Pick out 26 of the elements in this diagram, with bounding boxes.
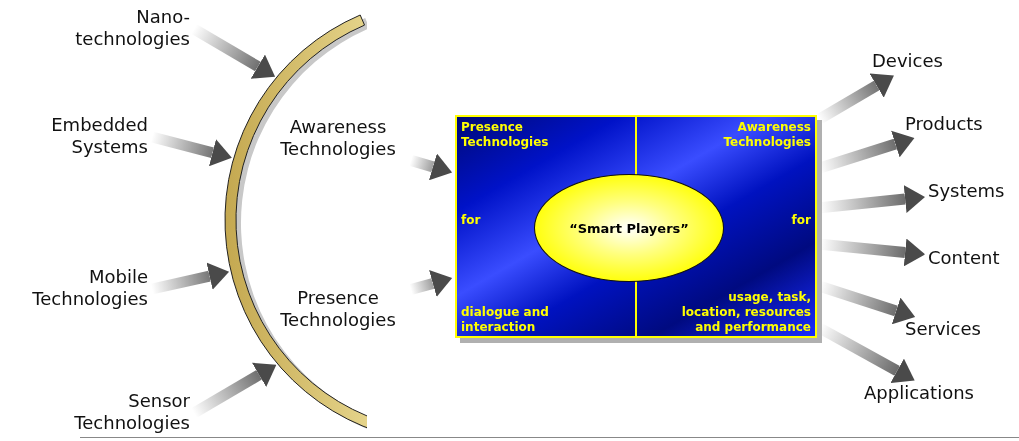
- arrow: [819, 185, 925, 214]
- node-label: Products: [905, 113, 1005, 137]
- node-label: Embedded Systems: [24, 114, 148, 160]
- node-label: Presence Technologies: [268, 287, 408, 333]
- ellipse-label: “Smart Players”: [569, 220, 689, 236]
- node-label: Applications: [864, 382, 1014, 406]
- panel-text: dialogue and interaction: [461, 305, 550, 335]
- arrow: [409, 269, 453, 297]
- node-label: Content: [928, 247, 1018, 271]
- panel-text: for: [461, 212, 481, 228]
- node-label: Nano- technologies: [50, 6, 190, 52]
- node-label: Services: [905, 318, 1005, 342]
- arrow: [409, 153, 453, 181]
- node-label: Devices: [872, 50, 962, 74]
- arrow: [191, 362, 277, 418]
- arrow: [150, 131, 232, 167]
- arrow: [191, 24, 276, 79]
- node-label: Awareness Technologies: [268, 116, 408, 162]
- panel-text: Presence Technologies: [461, 120, 550, 150]
- node-label: Mobile Technologies: [6, 266, 148, 312]
- panel-text: Awareness Technologies: [722, 120, 811, 150]
- arrow: [816, 73, 894, 124]
- node-label: Sensor Technologies: [46, 390, 190, 436]
- node-label: Systems: [928, 180, 1018, 204]
- panel-text: for: [791, 212, 811, 228]
- panel-text: usage, task, location, resources and performance: [680, 290, 811, 335]
